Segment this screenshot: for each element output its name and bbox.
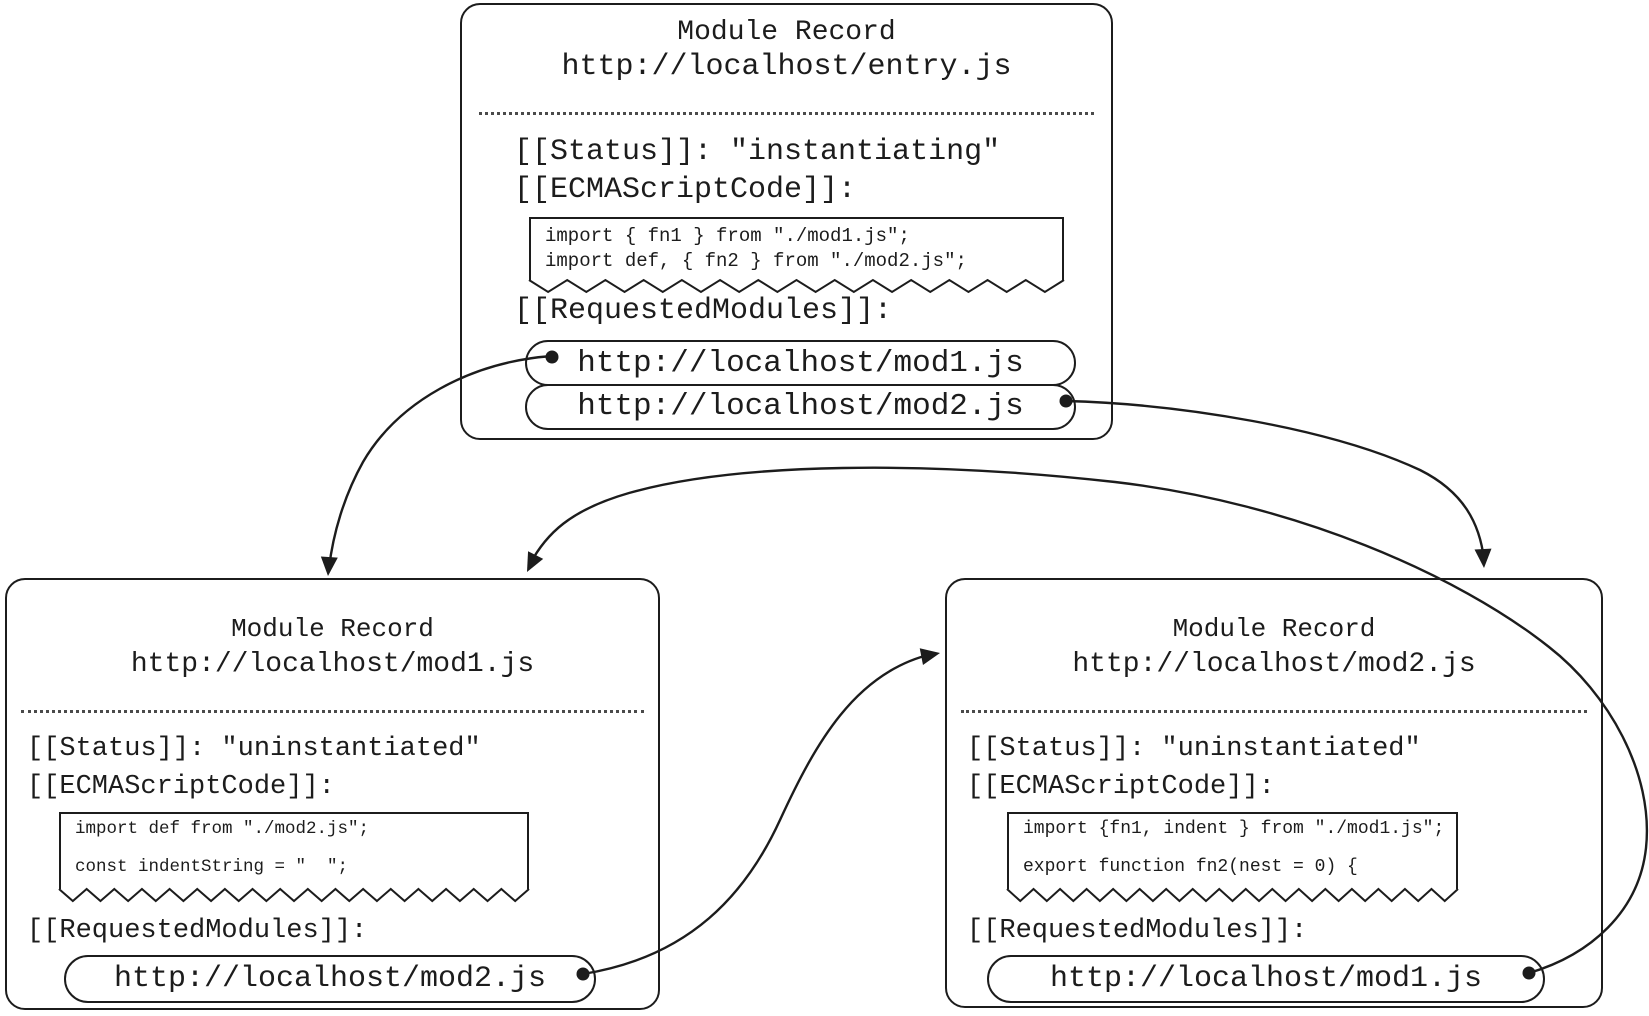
ecmascript-code-label: [[ECMAScriptCode]]: xyxy=(967,772,1275,802)
divider xyxy=(961,710,1587,713)
ecmascript-code-label: [[ECMAScriptCode]]: xyxy=(514,173,857,207)
torn-edge xyxy=(529,279,1064,293)
divider xyxy=(21,710,644,713)
ecmascript-code-label: [[ECMAScriptCode]]: xyxy=(27,772,335,802)
torn-edge xyxy=(1007,888,1458,902)
module-record-card-entry: Module Record http://localhost/entry.js … xyxy=(460,3,1113,440)
divider xyxy=(479,112,1094,115)
torn-edge xyxy=(59,888,529,902)
module-record-card-mod2: Module Record http://localhost/mod2.js [… xyxy=(945,578,1603,1008)
code-snippet: import def from "./mod2.js"; const inden… xyxy=(75,819,370,877)
ecmascript-code-box: import def from "./mod2.js"; const inden… xyxy=(59,812,529,889)
requested-module-item: http://localhost/mod2.js xyxy=(525,383,1076,430)
requested-modules-label: [[RequestedModules]]: xyxy=(514,294,893,328)
requested-modules-label: [[RequestedModules]]: xyxy=(967,916,1308,946)
requested-module-item: http://localhost/mod2.js xyxy=(64,955,596,1003)
requested-modules-list: http://localhost/mod2.js xyxy=(64,955,596,1003)
arrowhead-mod2-to-mod1 xyxy=(527,551,544,572)
module-url: http://localhost/mod1.js xyxy=(130,649,535,680)
module-url: http://localhost/mod2.js xyxy=(1072,649,1476,680)
arrowhead-mod1-to-mod2 xyxy=(919,648,940,665)
module-record-card-mod1: Module Record http://localhost/mod1.js [… xyxy=(5,578,660,1010)
requested-modules-list: http://localhost/mod1.js http://localhos… xyxy=(525,340,1076,430)
ecmascript-code-box: import {fn1, indent } from "./mod1.js"; … xyxy=(1007,812,1458,889)
code-snippet: import { fn1 } from "./mod1.js"; import … xyxy=(545,225,967,272)
arrowhead-entry-to-mod2 xyxy=(1474,548,1492,568)
status-line: [[Status]]: "uninstantiated" xyxy=(967,734,1421,764)
module-record-title: Module Record xyxy=(677,17,896,48)
module-record-title: Module Record xyxy=(231,614,434,644)
requested-modules-list: http://localhost/mod1.js xyxy=(987,955,1545,1003)
module-record-title: Module Record xyxy=(1172,614,1376,644)
code-snippet: import {fn1, indent } from "./mod1.js"; … xyxy=(1023,819,1445,877)
ecmascript-code-box: import { fn1 } from "./mod1.js"; import … xyxy=(529,217,1064,280)
requested-module-item: http://localhost/mod1.js xyxy=(987,955,1545,1003)
status-line: [[Status]]: "instantiating" xyxy=(514,135,1001,169)
requested-modules-label: [[RequestedModules]]: xyxy=(27,916,368,946)
status-line: [[Status]]: "uninstantiated" xyxy=(27,734,481,764)
requested-module-item: http://localhost/mod1.js xyxy=(525,340,1076,386)
edge-entry-to-mod2 xyxy=(1065,399,1486,561)
module-url: http://localhost/entry.js xyxy=(561,50,1012,84)
arrowhead-entry-to-mod1 xyxy=(320,556,338,576)
